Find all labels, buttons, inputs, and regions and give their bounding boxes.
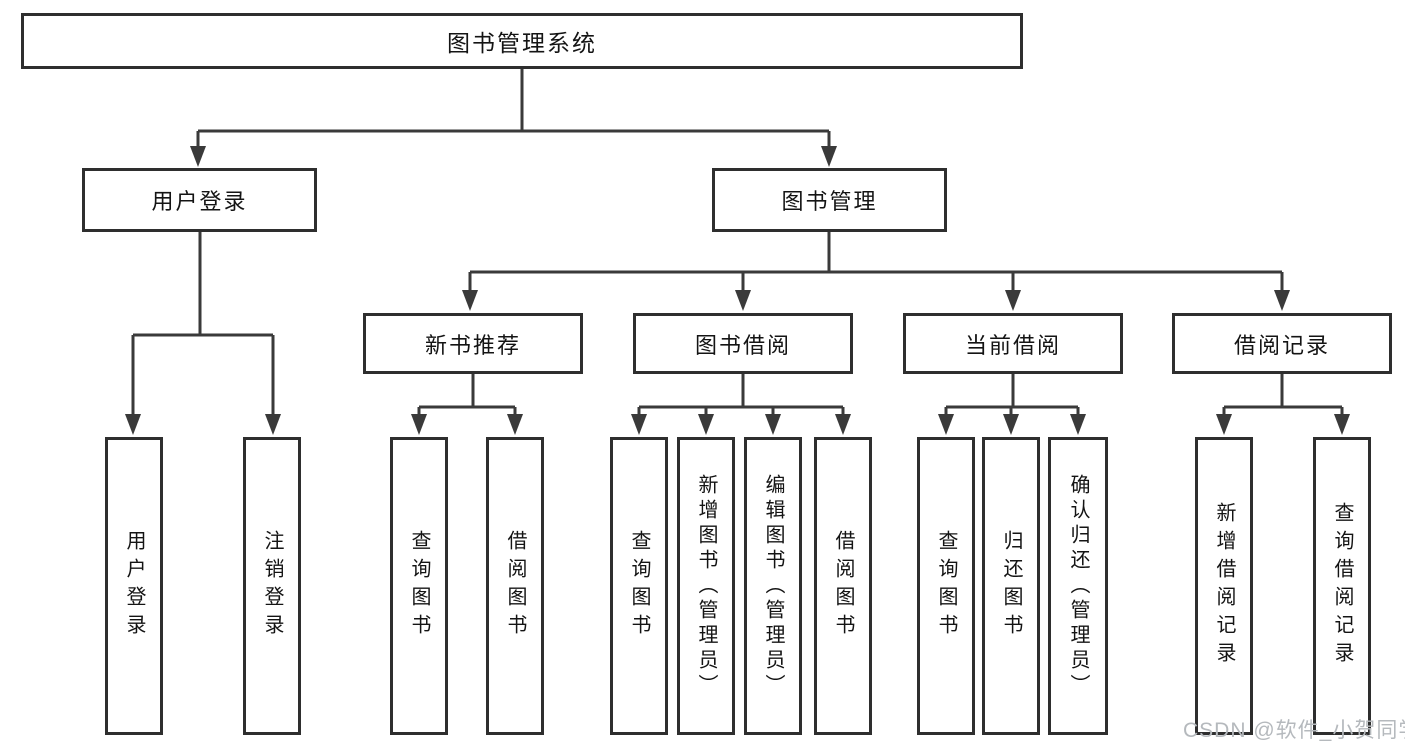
leaf-logout: 注销登录 [243, 437, 301, 735]
node-new-book-recommend: 新书推荐 [363, 313, 583, 374]
connector-currentborrow-to-leaves [944, 374, 1080, 416]
leaf-return-book: 归还图书 [982, 437, 1040, 735]
watermark: CSDN @软件_小贺同学 [1183, 719, 1405, 742]
leaf-query-borrow-record: 查询借阅记录 [1313, 437, 1371, 735]
leaf-borrow-books-recommend-label: 借阅图书 [504, 530, 526, 642]
leaf-borrow-books: 借阅图书 [814, 437, 872, 735]
leaf-add-book-admin: 新增图书（管理员） [677, 437, 735, 735]
connector-newbook-to-leaves [417, 374, 517, 416]
leaf-return-book-label: 归还图书 [1000, 530, 1022, 642]
leaf-query-books-recommend: 查询图书 [390, 437, 448, 735]
leaf-add-borrow-record: 新增借阅记录 [1195, 437, 1253, 735]
arrowheads-leaves [411, 414, 1350, 435]
connector-bookborrow-to-leaves [637, 374, 845, 416]
leaf-edit-book-admin-label: 编辑图书（管理员） [762, 473, 784, 699]
arrowheads-level3 [462, 290, 1290, 311]
node-borrow-records: 借阅记录 [1172, 313, 1392, 374]
leaf-user-login-label: 用户登录 [123, 530, 145, 642]
node-user-login-label: 用户登录 [151, 189, 248, 214]
node-current-borrow-label: 当前借阅 [964, 332, 1061, 358]
leaf-query-books-borrow: 查询图书 [610, 437, 668, 735]
leaf-add-borrow-record-label: 新增借阅记录 [1213, 502, 1235, 670]
leaf-confirm-return-admin-label: 确认归还（管理员） [1067, 473, 1089, 699]
node-root-system: 图书管理系统 [21, 13, 1023, 69]
connector-bookmgmt-to-level3 [468, 232, 1284, 292]
leaf-logout-label: 注销登录 [261, 530, 283, 642]
node-book-borrow: 图书借阅 [633, 313, 853, 374]
leaf-query-borrow-record-label: 查询借阅记录 [1331, 502, 1353, 670]
arrowheads-userlogin-leaves [125, 414, 281, 435]
leaf-add-book-admin-label: 新增图书（管理员） [695, 473, 717, 699]
leaf-edit-book-admin: 编辑图书（管理员） [744, 437, 802, 735]
node-user-login: 用户登录 [82, 168, 317, 232]
leaf-query-books-current: 查询图书 [917, 437, 975, 735]
node-book-management-label: 图书管理 [781, 189, 878, 214]
leaf-query-books-borrow-label: 查询图书 [628, 530, 650, 642]
node-book-management: 图书管理 [712, 168, 947, 232]
connector-borrowrecords-to-leaves [1222, 374, 1344, 416]
leaf-query-books-recommend-label: 查询图书 [408, 530, 430, 642]
connector-root-to-level2 [196, 69, 831, 148]
leaf-borrow-books-label: 借阅图书 [832, 530, 854, 642]
connector-userlogin-to-leaves [131, 232, 275, 416]
node-book-borrow-label: 图书借阅 [694, 332, 791, 358]
arrowheads-level2 [190, 146, 837, 167]
leaf-confirm-return-admin: 确认归还（管理员） [1048, 437, 1108, 735]
node-new-book-recommend-label: 新书推荐 [424, 332, 521, 358]
leaf-query-books-current-label: 查询图书 [935, 530, 957, 642]
leaf-borrow-books-recommend: 借阅图书 [486, 437, 544, 735]
node-borrow-records-label: 借阅记录 [1233, 332, 1330, 358]
node-root-label: 图书管理系统 [447, 30, 597, 56]
node-current-borrow: 当前借阅 [903, 313, 1123, 374]
leaf-user-login: 用户登录 [105, 437, 163, 735]
